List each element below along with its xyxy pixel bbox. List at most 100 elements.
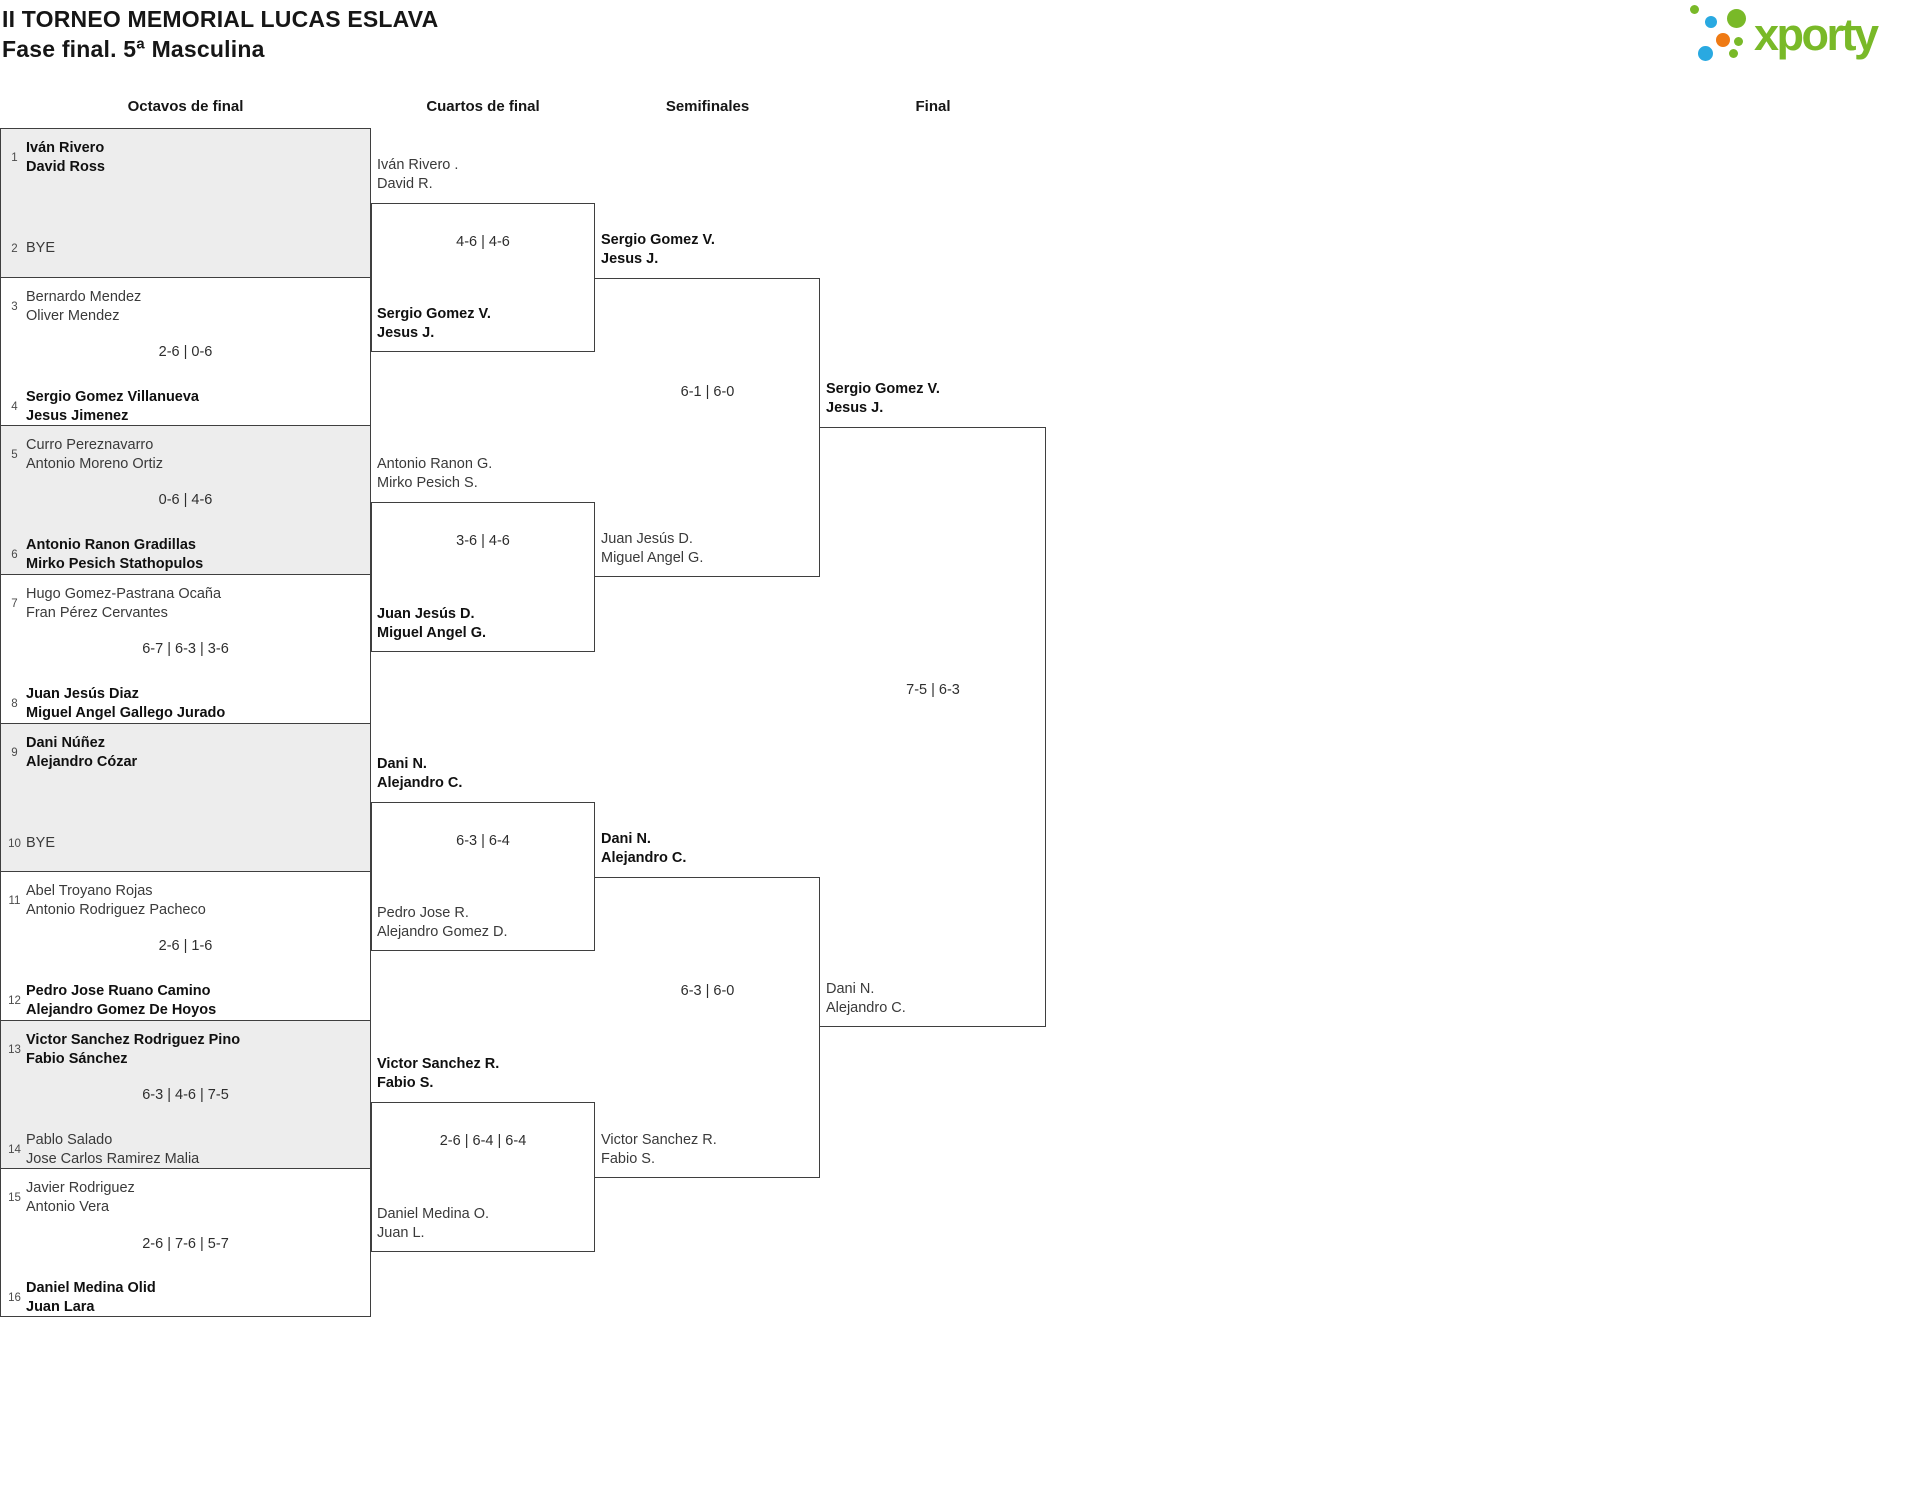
seed-number: 14 <box>8 1144 21 1156</box>
final-bottom-team: Dani N.Alejandro C. <box>826 981 906 1016</box>
match-score: 6-3 | 4-6 | 7-5 <box>142 1086 229 1103</box>
logo-dot <box>1716 33 1730 47</box>
team-names: BYE <box>26 835 56 851</box>
qf4-score: 2-6 | 6-4 | 6-4 <box>439 1133 527 1149</box>
seed-number: 6 <box>11 549 18 561</box>
match-score: 2-6 | 0-6 <box>158 343 213 360</box>
sf1-box <box>595 278 820 577</box>
seed-number: 1 <box>11 152 18 164</box>
sf2-top-team: Dani N.Alejandro C. <box>601 831 687 866</box>
final-score: 7-5 | 6-3 <box>906 682 960 698</box>
logo-dot <box>1729 49 1738 58</box>
final-box <box>820 427 1046 1027</box>
column-header-cuartos: Cuartos de final <box>426 98 540 115</box>
final-top-team: Sergio Gomez V.Jesus J. <box>826 381 940 416</box>
qf1-score: 4-6 | 4-6 <box>456 234 510 250</box>
seed-number: 9 <box>11 747 18 759</box>
qf1-top-team: Iván Rivero .David R. <box>377 157 459 192</box>
qf1-box <box>371 203 595 352</box>
seed-number: 7 <box>11 598 18 610</box>
match-score: 6-7 | 6-3 | 3-6 <box>142 641 229 657</box>
qf4-box <box>371 1102 595 1252</box>
qf2-score: 3-6 | 4-6 <box>456 533 510 549</box>
sf1-top-team: Sergio Gomez V.Jesus J. <box>601 232 715 267</box>
seed-number: 8 <box>11 698 18 710</box>
column-header-final: Final <box>915 98 951 115</box>
sf2-box <box>595 877 820 1178</box>
xporty-logo[interactable]: xporty <box>1684 0 1916 70</box>
match-score: 0-6 | 4-6 <box>158 492 213 508</box>
logo-dot <box>1690 5 1699 14</box>
phase-subtitle: Fase final. 5ª Masculina <box>2 36 265 62</box>
qf3-score: 6-3 | 6-4 <box>456 833 510 849</box>
qf3-bottom-team: Pedro Jose R.Alejandro Gomez D. <box>377 905 508 940</box>
qf3-top-team: Dani N.Alejandro C. <box>377 756 463 791</box>
seed-number: 11 <box>8 895 21 907</box>
qf3-box <box>371 802 595 951</box>
match-score: 2-6 | 1-6 <box>158 938 213 954</box>
sf1-score: 6-1 | 6-0 <box>680 384 735 400</box>
logo-dot <box>1705 16 1717 28</box>
qf2-box <box>371 502 595 652</box>
seed-number: 3 <box>11 301 18 313</box>
logo-dot <box>1734 37 1743 46</box>
qf4-bottom-team: Daniel Medina O.Juan L. <box>377 1206 490 1241</box>
seed-number: 4 <box>11 401 18 413</box>
xporty-logo-text: xporty <box>1754 9 1879 60</box>
column-header-semifinales: Semifinales <box>665 98 750 115</box>
match-score: 2-6 | 7-6 | 5-7 <box>142 1235 229 1252</box>
logo-dot <box>1698 46 1713 61</box>
sf1-bottom-team: Juan Jesús D.Miguel Angel G. <box>601 531 704 566</box>
qf4-top-team: Victor Sanchez R.Fabio S. <box>377 1056 500 1091</box>
column-header-octavos: Octavos de final <box>127 98 244 115</box>
team-row: 2 BYE <box>6 239 366 258</box>
qf2-bottom-team: Juan Jesús D.Miguel Angel G. <box>377 606 487 641</box>
seed-number: 12 <box>8 995 21 1007</box>
sf2-score: 6-3 | 6-0 <box>680 983 735 999</box>
seed-number: 13 <box>8 1044 21 1056</box>
seed-number: 15 <box>8 1192 21 1204</box>
qf2-top-team: Antonio Ranon G.Mirko Pesich S. <box>377 456 493 491</box>
seed-number: 2 <box>11 242 18 255</box>
sf2-bottom-team: Victor Sanchez R.Fabio S. <box>601 1132 717 1167</box>
team-row: 10 BYE <box>6 834 366 853</box>
logo-dot <box>1727 9 1746 28</box>
seed-number: 16 <box>8 1292 21 1304</box>
